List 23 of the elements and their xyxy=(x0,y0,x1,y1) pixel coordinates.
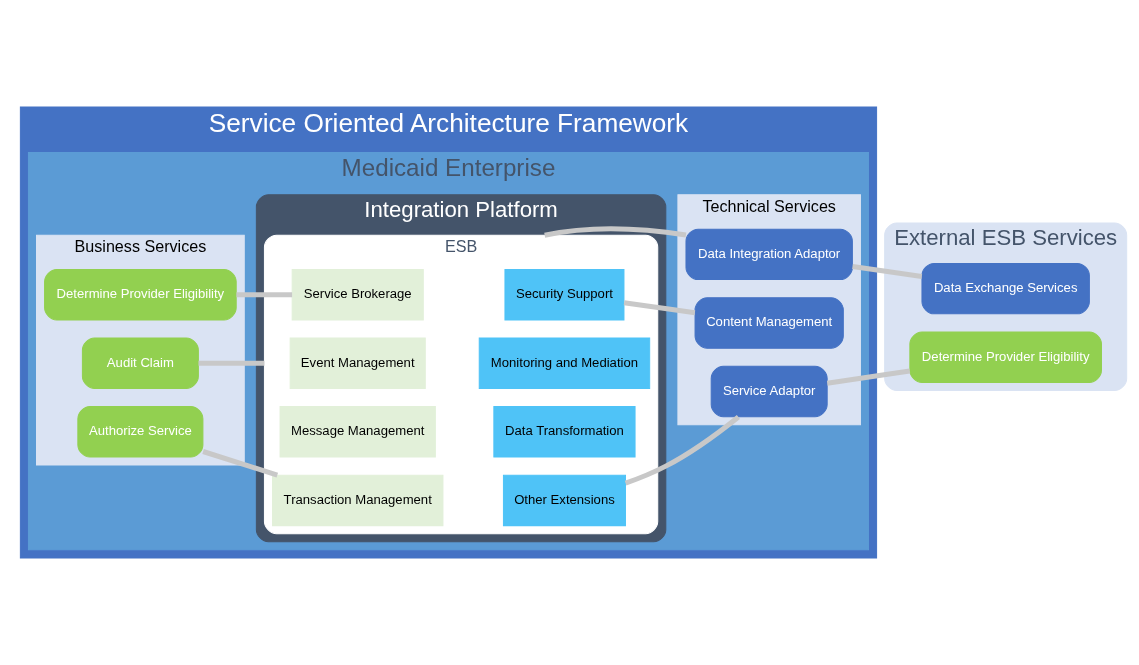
node-box: Data Integration Adaptor xyxy=(685,228,853,281)
node-box: Determine Provider Eligibility xyxy=(909,331,1102,383)
node-box: Message Management xyxy=(279,406,436,458)
node-box: Service Adaptor xyxy=(710,365,828,418)
node-box: Event Management xyxy=(289,337,426,389)
connector xyxy=(826,368,911,386)
node-box: Determine Provider Eligibility xyxy=(44,268,237,321)
connector xyxy=(852,263,923,279)
connector xyxy=(624,414,740,486)
node-box: Audit Claim xyxy=(81,337,199,389)
connector xyxy=(623,300,696,316)
node-box: Data Transformation xyxy=(493,406,636,458)
node-box: Other Extensions xyxy=(502,474,626,527)
node-box: Service Brokerage xyxy=(291,268,424,321)
node-box: Content Management xyxy=(694,297,844,349)
node-box: Security Support xyxy=(504,268,625,321)
node-box: Authorize Service xyxy=(77,406,204,458)
connector xyxy=(236,292,293,298)
connector xyxy=(202,449,279,478)
node-box: Transaction Management xyxy=(272,474,444,527)
node-box: Monitoring and Mediation xyxy=(478,337,651,389)
connector xyxy=(198,360,265,366)
node-box: Data Exchange Services xyxy=(921,262,1090,315)
